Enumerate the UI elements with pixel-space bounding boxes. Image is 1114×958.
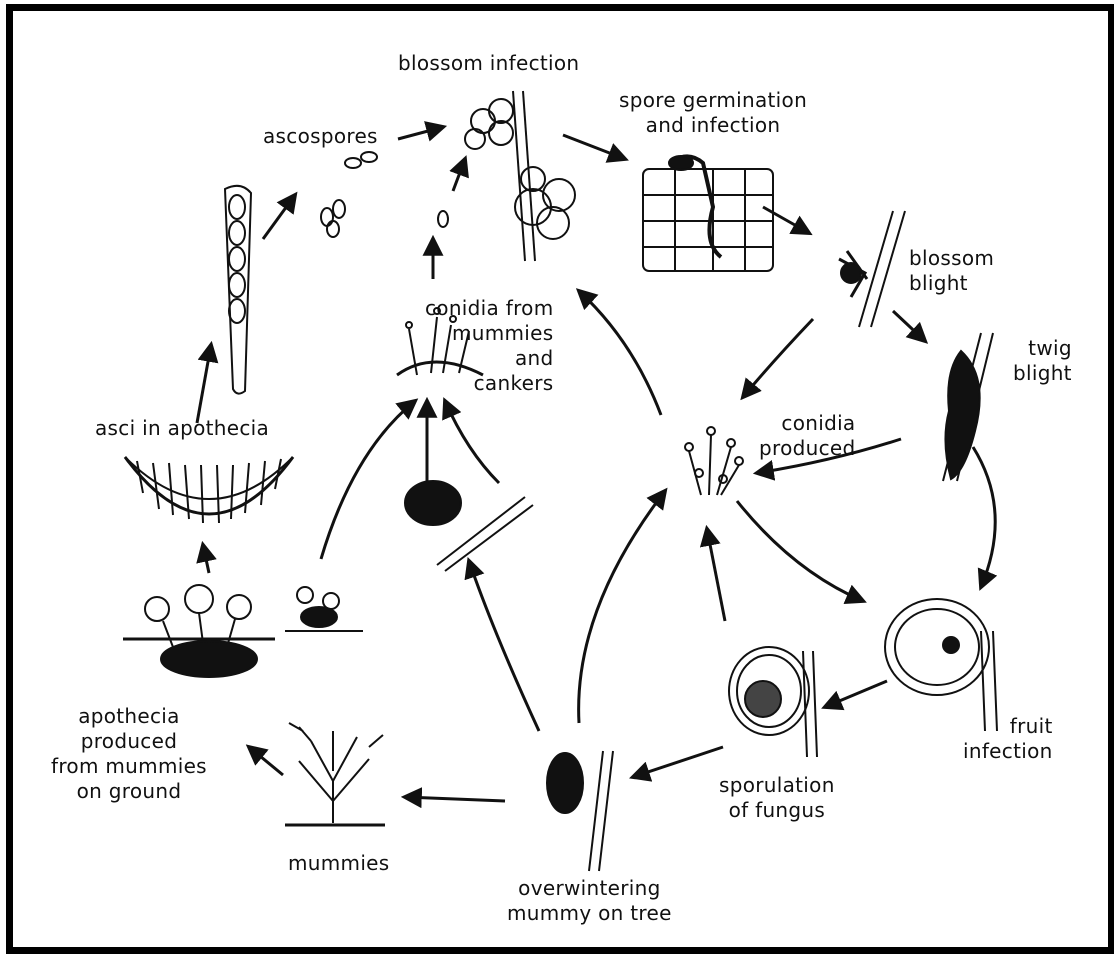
arrow-conidia-to-fruit [737,501,863,601]
tree-illustration [285,723,385,825]
arrow-conidia-to-blossom [453,159,465,191]
conidia-produced-illustration [685,427,743,495]
label-ascospores: ascospores [263,124,378,149]
apothecia-cup-illustration [125,457,293,523]
label-blossom-blight: blossom blight [909,246,994,296]
canker-mummy-illustration [405,481,533,571]
arrow-mummy-to-canker [469,561,539,731]
arrow-fruit-to-sporulation [825,681,887,707]
arrow-mummies-to-apothecia [249,747,283,775]
arrow-apothecia-to-asci [203,545,209,573]
arrow-ascospores-to-blossom [398,127,443,139]
illustrations [123,91,997,871]
label-twig-blight: twig blight [1013,336,1072,386]
arrow-mummytree-to-mummies [405,797,505,801]
label-blossom-infection: blossom infection [398,51,579,76]
label-asci-in-apothecia: asci in apothecia [95,416,269,441]
label-conidia-produced: conidia produced [759,411,855,461]
arrow-ascus-to-ascospores [263,195,295,239]
arrow-conidia-to-cankers [579,291,661,415]
cycle-arrows [197,127,995,801]
label-overwintering: overwintering mummy on tree [507,876,672,926]
label-mummies: mummies [288,851,390,876]
diagram-frame: blossom infection ascospores spore germi… [6,4,1114,954]
label-conidia-from-mummies: conidia from mummies and cankers [425,296,553,396]
ascus-illustration [225,186,251,394]
arrow-sporulation-to-mummy [633,747,723,777]
sporulation-illustration [729,647,817,757]
arrow-asci-to-ascus [197,345,211,423]
arrow-blossomblight-to-twig [893,311,925,341]
arrow-twig-to-fruit [973,447,995,587]
blossom-illustration [465,91,575,261]
arrow-mummy-to-conidia [579,491,665,723]
label-spore-germination: spore germination and infection [619,88,807,138]
arrow-blight-to-conidia [743,319,813,397]
twig-blight-illustration [943,333,993,481]
fruit-infection-illustration [885,599,997,731]
arrow-canker-to-cluster [445,401,499,483]
ascospores-illustration [321,152,448,237]
label-apothecia-produced: apothecia produced from mummies on groun… [51,704,207,804]
blossom-blight-illustration [839,211,905,327]
arrow-blossom-to-germination [563,135,625,159]
germination-illustration [643,156,773,271]
apothecia-ground-illustration [123,585,363,677]
arrow-groundmummy-to-cluster [321,401,415,559]
life-cycle-artwork [13,11,1108,947]
overwintering-mummy-illustration [547,751,613,871]
label-sporulation: sporulation of fungus [719,773,835,823]
arrow-sporulation-to-conidia [707,529,725,621]
label-fruit-infection: fruit infection [963,714,1053,764]
